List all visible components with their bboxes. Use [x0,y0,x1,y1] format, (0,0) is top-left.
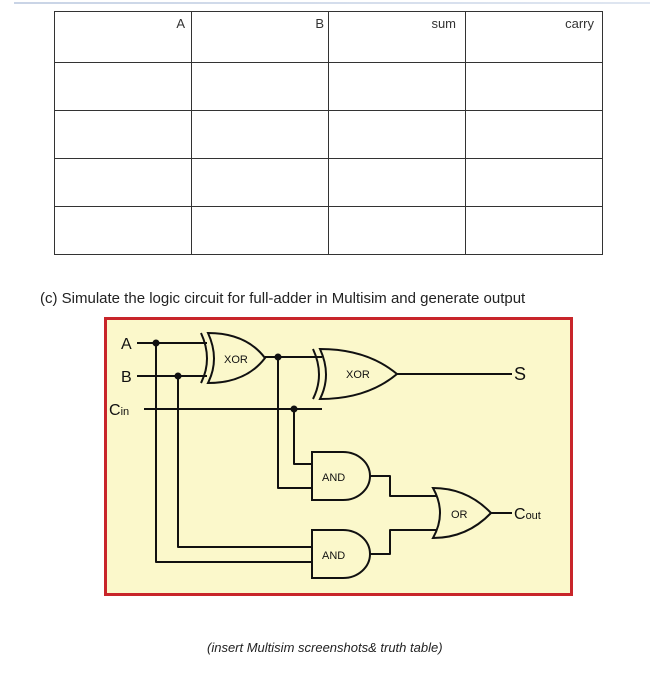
table-cell[interactable] [191,206,329,255]
table-cell[interactable] [191,158,329,207]
wire-xor1-and1 [277,357,312,489]
table-row [54,62,603,111]
input-label-cin: Cin [109,402,129,419]
or-gate-label: OR [451,509,468,521]
top-rule [14,2,650,4]
table-cell[interactable] [54,158,192,207]
wire-and1-or [370,475,437,497]
table-cell[interactable] [191,110,329,159]
column-header-b: B [191,11,329,63]
table-row [54,110,603,159]
xor-gate-2: XOR [312,347,399,401]
and-gate-2-label: AND [322,550,345,562]
table-cell[interactable] [54,206,192,255]
or-gate: OR [431,486,493,540]
column-header-carry: carry [465,11,603,63]
table-cell[interactable] [328,110,466,159]
table-cell[interactable] [328,62,466,111]
output-label-cout: Cout [514,506,541,523]
table-row [54,158,603,207]
table-cell[interactable] [191,62,329,111]
table-cell[interactable] [54,110,192,159]
input-label-a: A [121,336,132,353]
table-cell[interactable] [54,62,192,111]
junction-dot [290,405,298,413]
output-label-s: S [514,364,526,384]
wires [137,342,512,563]
caption-text: (insert Multisim screenshots& truth tabl… [207,640,443,655]
full-adder-circuit-diagram: XOR XOR AND AND OR A B Cin S Cout [104,317,573,596]
junction-dot [274,353,282,361]
table-header-row: A B sum carry [54,11,603,63]
truth-table: A B sum carry [54,11,603,255]
and-gate-1-label: AND [322,472,345,484]
table-cell[interactable] [465,62,603,111]
column-header-a: A [54,11,192,63]
and-gate-1: AND [311,451,371,501]
table-row [54,206,603,255]
junction-dots [152,339,298,413]
question-text: (c) Simulate the logic circuit for full-… [40,290,526,307]
table-cell[interactable] [328,158,466,207]
table-cell[interactable] [465,158,603,207]
xor-gate-2-label: XOR [346,369,370,381]
table-cell[interactable] [465,110,603,159]
and-gate-2: AND [311,529,371,579]
junction-dot [174,372,182,380]
wire-and2-or [370,529,437,555]
junction-dot [152,339,160,347]
input-label-b: B [121,369,132,386]
wire-b-and2 [177,376,312,548]
table-cell[interactable] [465,206,603,255]
column-header-sum: sum [328,11,466,63]
xor-gate-1: XOR [200,331,267,385]
table-cell[interactable] [328,206,466,255]
xor-gate-1-label: XOR [224,354,248,366]
wire-a-and2 [155,343,312,563]
wire-cin-and1 [293,409,312,465]
circuit-svg: XOR XOR AND AND OR A B Cin S Cout [109,331,541,579]
